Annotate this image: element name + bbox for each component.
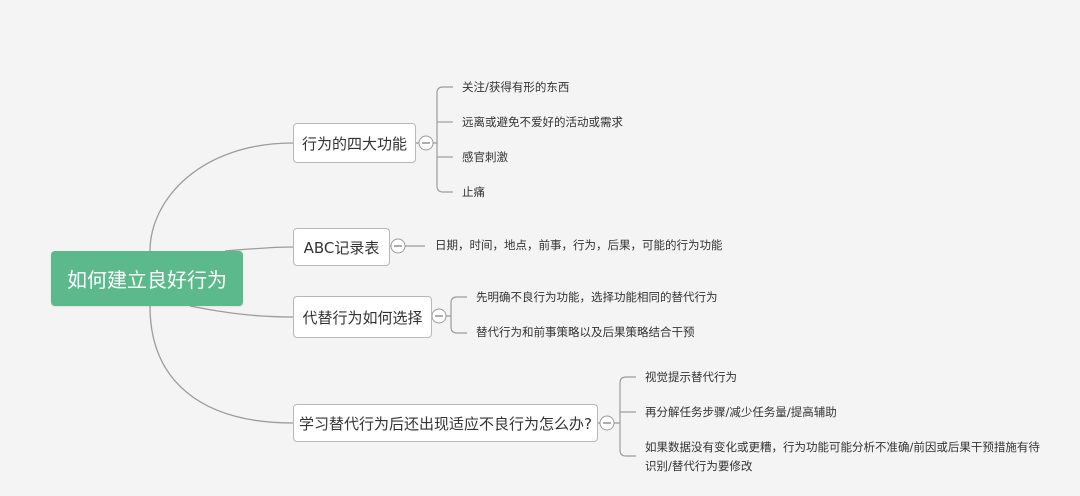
bracket-branch-4 <box>619 376 636 457</box>
leaf-node[interactable]: 日期，时间，地点，前事，行为，后果，可能的行为功能 <box>435 238 723 252</box>
root-node[interactable]: 如何建立良好行为 <box>51 251 243 306</box>
leaf-node[interactable]: 再分解任务步骤/减少任务量/提高辅助 <box>645 405 837 419</box>
leaf-node[interactable]: 如果数据没有变化或更糟，行为功能可能分析不准确/前因或后果干预措施有待识别/替代… <box>645 440 1040 473</box>
leaf-node[interactable]: 止痛 <box>462 185 485 199</box>
edge-root-branch-3 <box>189 305 294 318</box>
bracket-branch-3 <box>450 296 467 334</box>
branch-node-abc-record[interactable]: ABC记录表 <box>293 228 390 266</box>
leaf-node[interactable]: 感官刺激 <box>462 150 508 164</box>
branch-node-replacement-choice[interactable]: 代替行为如何选择 <box>293 296 432 338</box>
leaf-node[interactable]: 视觉提示替代行为 <box>645 370 737 384</box>
edge-root-branch-1 <box>149 142 294 252</box>
branch-node-what-if[interactable]: 学习替代行为后还出现适应不良行为怎么办? <box>293 404 598 442</box>
edge-root-branch-2 <box>224 246 294 252</box>
leaf-node[interactable]: 替代行为和前事策略以及后果策略结合干预 <box>476 325 695 339</box>
bracket-branch-1 <box>436 86 453 193</box>
branch-node-four-functions[interactable]: 行为的四大功能 <box>293 123 416 163</box>
leaf-node[interactable]: 先明确不良行为功能，选择功能相同的替代行为 <box>476 290 718 304</box>
leaf-node[interactable]: 关注/获得有形的东西 <box>462 80 570 94</box>
edge-root-branch-4 <box>149 305 294 424</box>
leaf-node[interactable]: 远离或避免不爱好的活动或需求 <box>462 115 623 129</box>
